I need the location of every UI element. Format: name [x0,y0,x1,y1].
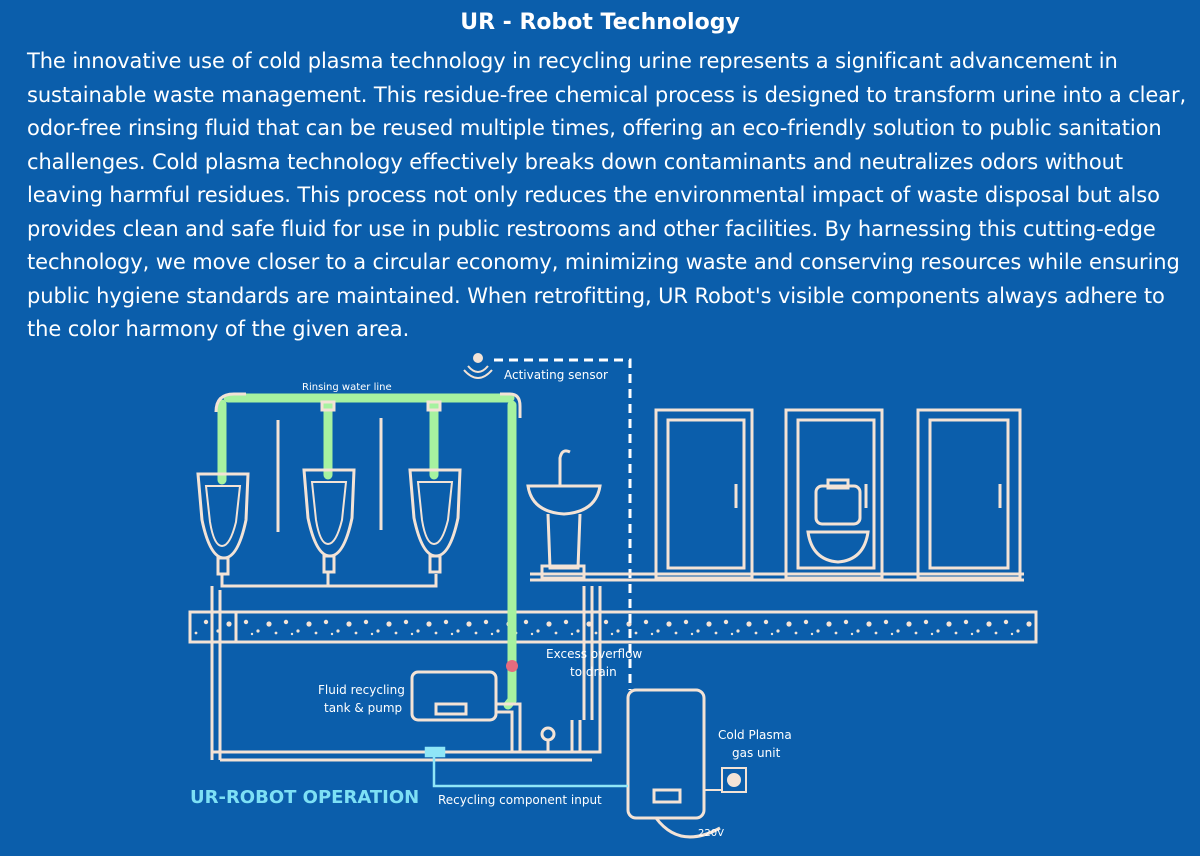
label-gas-unit: gas unit [732,746,781,760]
label-voltage: 220V [698,828,724,839]
wifi-sensor-icon [463,353,493,379]
label-fluid-recycling: Fluid recycling [318,683,405,697]
urinal-icon [196,472,250,576]
toilet-stalls [530,408,1024,582]
label-cold-plasma: Cold Plasma [718,728,792,742]
cold-plasma-unit [626,688,721,839]
power-socket-icon [704,767,747,793]
label-tank-pump: tank & pump [324,701,402,715]
fluid-recycling-tank [410,670,582,752]
sensor-signal-line [494,358,632,690]
intro-paragraph: The innovative use of cold plasma techno… [27,49,1187,341]
urinal-drain-pipes [210,572,602,762]
urinal-icon [408,468,462,574]
urinal-icon [302,468,356,574]
label-rinsing-water-line: Rinsing water line [302,382,392,393]
pump-valve [506,660,518,672]
floor-drain-channel [188,610,1038,644]
recycling-input-line [424,746,628,788]
label-excess-overflow: Excess overflow [546,647,642,661]
sink-icon [526,449,602,580]
label-ur-robot-operation: UR-ROBOT OPERATION [190,787,419,808]
overflow-pipe [582,586,594,720]
toilet-icon [806,478,870,564]
label-to-drain: to drain [570,665,617,679]
rinsing-water-line [217,393,517,710]
label-recycling-input: Recycling component input [438,793,602,807]
page-title: UR - Robot Technology [460,10,740,35]
label-activating-sensor: Activating sensor [504,368,608,382]
